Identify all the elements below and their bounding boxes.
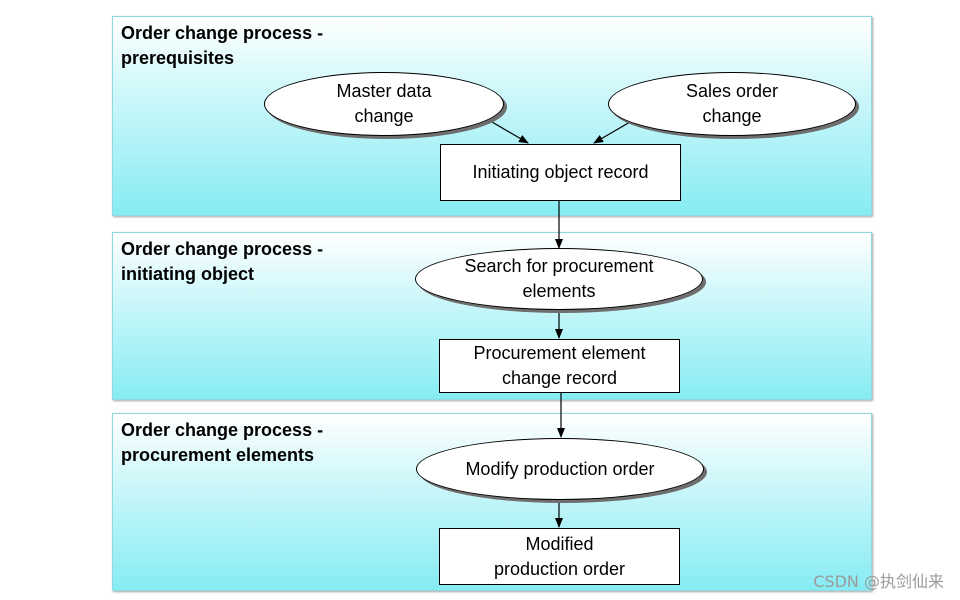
node-label-line2: change record: [501, 368, 618, 388]
panel-title-line1: Order change process -: [121, 23, 324, 43]
search-procurement-elements-node: Search for procurement elements: [415, 248, 703, 310]
procurement-element-change-record-node: Procurement element change record: [439, 339, 680, 393]
node-label-line1: Master data: [336, 81, 432, 101]
node-label-line1: Search for procurement: [464, 256, 654, 276]
node-label-line1: Procurement element: [473, 343, 646, 363]
node-label-line1: Modify production order: [465, 458, 655, 479]
initiating-object-record-node: Initiating object record: [440, 144, 681, 201]
node-label-line2: change: [702, 106, 762, 126]
modify-production-order-node: Modify production order: [416, 438, 704, 500]
node-label-line1: Initiating object record: [472, 162, 649, 182]
panel-title-line1: Order change process -: [121, 420, 324, 440]
master-data-change-node: Master data change: [264, 72, 504, 136]
node-label-line2: change: [354, 106, 414, 126]
panel-title-procurement-elements: Order change process - procurement eleme…: [121, 418, 323, 468]
panel-title-line2: prerequisites: [121, 48, 235, 68]
panel-title-line2: initiating object: [121, 264, 254, 284]
node-label-line2: elements: [522, 281, 596, 301]
panel-title-initiating-object: Order change process - initiating object: [121, 237, 323, 287]
modified-production-order-node: Modified production order: [439, 528, 680, 585]
node-label-line2: production order: [493, 558, 626, 579]
node-label-line1: Sales order: [685, 81, 779, 101]
node-label-line1: Modified: [525, 533, 594, 554]
panel-title-prerequisites: Order change process - prerequisites: [121, 21, 323, 71]
panel-title-line2: procurement elements: [121, 445, 315, 465]
panel-title-line1: Order change process -: [121, 239, 324, 259]
watermark-text: CSDN @执剑仙来: [813, 572, 944, 591]
sales-order-change-node: Sales order change: [608, 72, 856, 136]
